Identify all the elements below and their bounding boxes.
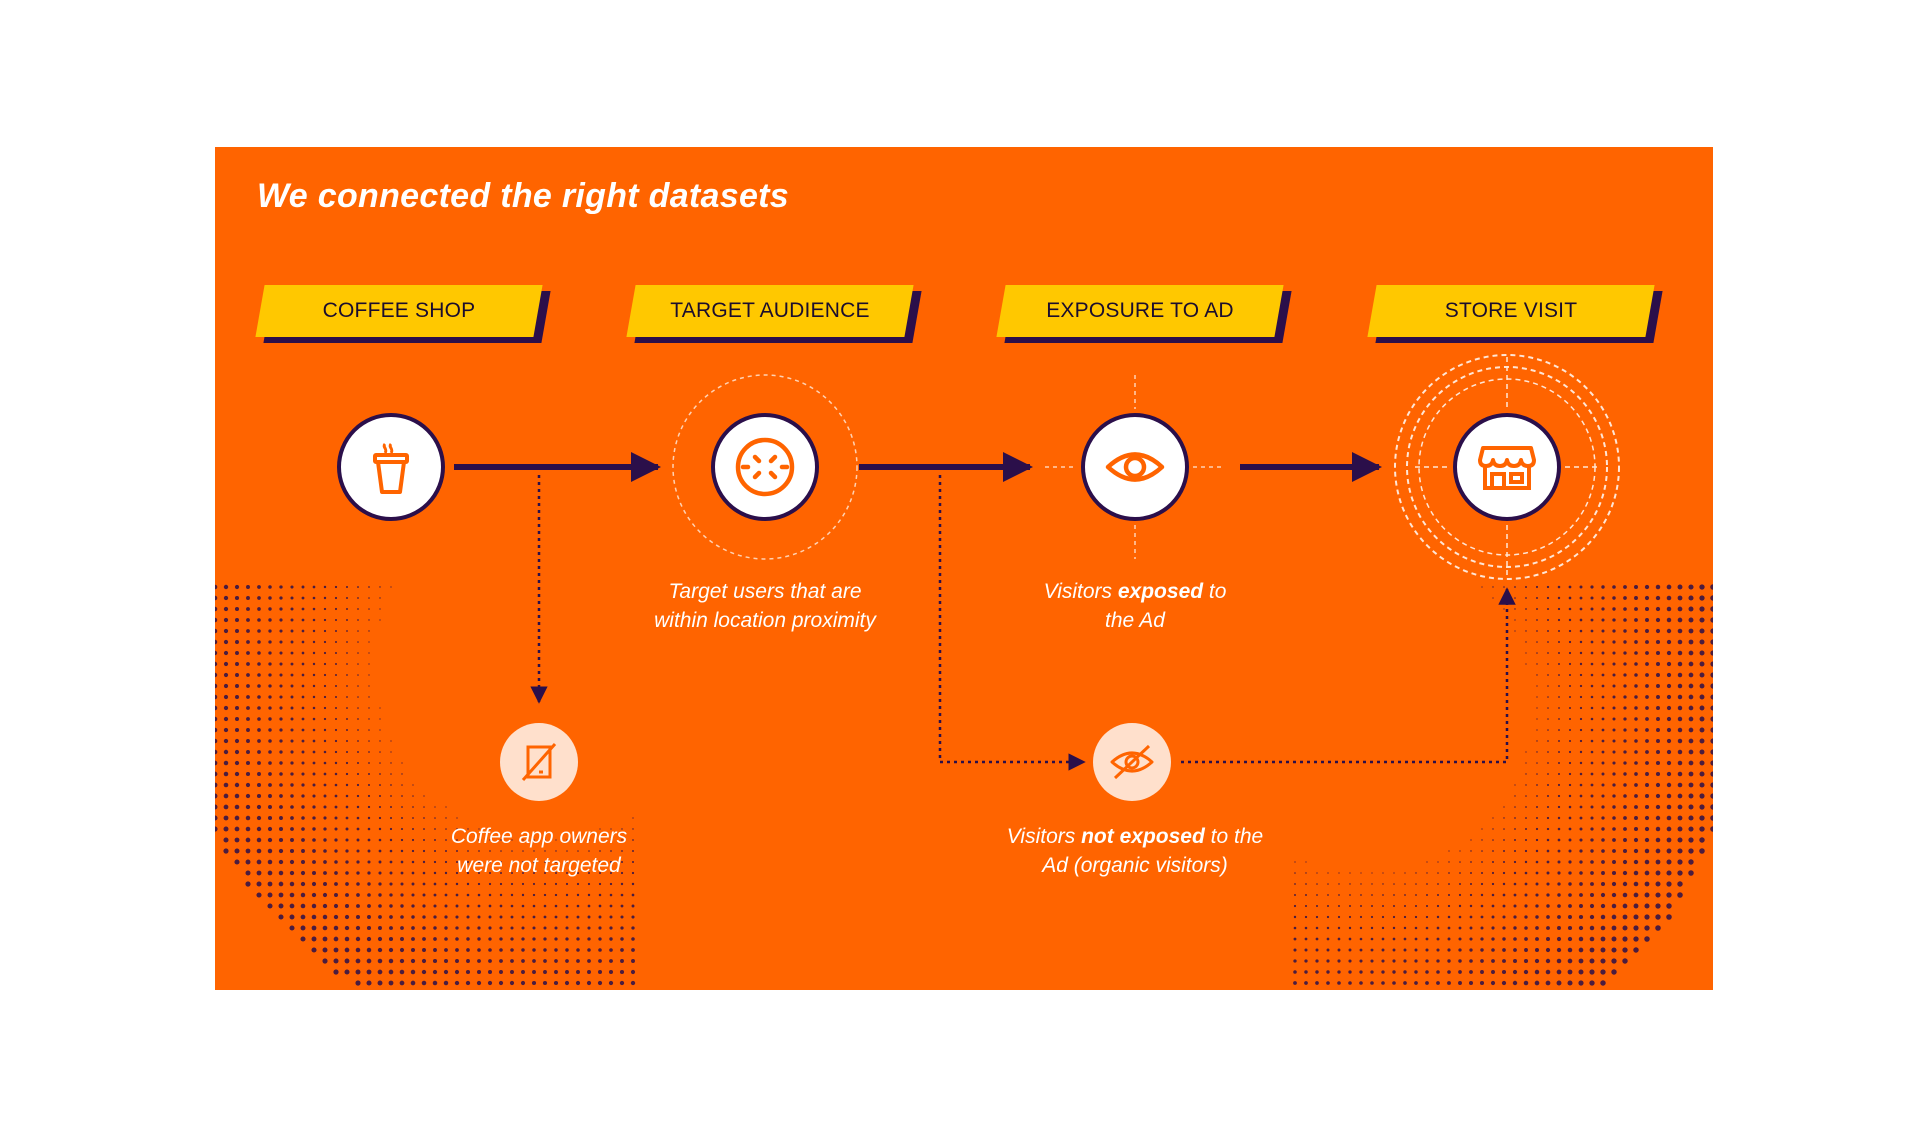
phone-off-icon xyxy=(521,743,557,781)
caption-line: Target users that are xyxy=(668,580,862,603)
banner-label: TARGET AUDIENCE xyxy=(670,299,870,322)
halftone-dots-right xyxy=(1293,584,1713,986)
dotted-branch-not-exposed xyxy=(938,475,1086,771)
caption-text: to xyxy=(1203,580,1227,603)
eye-icon xyxy=(1105,452,1165,482)
coffee-cup-icon xyxy=(373,442,409,494)
caption-line: were not targeted xyxy=(457,854,621,877)
eye-off-icon xyxy=(1110,744,1154,780)
flow-connectors xyxy=(454,354,1620,771)
caption-text: to the xyxy=(1204,825,1264,848)
banner-label: COFFEE SHOP xyxy=(322,299,476,322)
slide-title: We connected the right datasets xyxy=(257,177,789,215)
node-exposure-to-ad xyxy=(1081,413,1189,521)
caption-text: Visitors xyxy=(1006,825,1082,848)
halftone-decoration xyxy=(215,584,1713,986)
banner-label: STORE VISIT xyxy=(1444,299,1578,322)
dotted-branch-organic-to-visit xyxy=(1181,587,1516,764)
target-dashed-ring xyxy=(672,374,858,560)
caption-line: within location proximity xyxy=(654,609,876,632)
caption-emphasis: exposed xyxy=(1117,580,1204,603)
node-not-exposed xyxy=(1093,723,1171,801)
banner-label: EXPOSURE TO AD xyxy=(1046,299,1234,322)
node-not-targeted xyxy=(500,723,578,801)
caption-visitors-exposed: Visitors exposed to the Ad xyxy=(975,577,1295,635)
node-coffee-shop xyxy=(337,413,445,521)
caption-not-exposed: Visitors not exposed to the Ad (organic … xyxy=(975,822,1295,880)
banner-store-visit: STORE VISIT xyxy=(1367,285,1663,343)
caption-line: the Ad xyxy=(1105,609,1165,632)
caption-text: Visitors xyxy=(1043,580,1118,603)
caption-line: Ad (organic visitors) xyxy=(1042,854,1228,877)
exposure-crosshair-lines xyxy=(1045,375,1225,559)
banner-coffee-shop: COFFEE SHOP xyxy=(255,285,551,343)
halftone-dots-left xyxy=(215,584,636,986)
banner-exposure-to-ad: EXPOSURE TO AD xyxy=(996,285,1292,343)
storefront-icon xyxy=(1478,446,1536,490)
caption-emphasis: not exposed xyxy=(1081,825,1205,848)
node-store-visit xyxy=(1453,413,1561,521)
slide: We connected the right datasets xyxy=(215,147,1713,990)
caption-not-targeted: Coffee app owners were not targeted xyxy=(379,822,699,880)
store-dashed-rings xyxy=(1394,354,1620,580)
caption-line: Coffee app owners xyxy=(450,825,628,848)
caption-target-users: Target users that are within location pr… xyxy=(605,577,925,635)
target-crosshair-icon xyxy=(735,437,795,497)
banner-target-audience: TARGET AUDIENCE xyxy=(626,285,922,343)
node-target-audience xyxy=(711,413,819,521)
